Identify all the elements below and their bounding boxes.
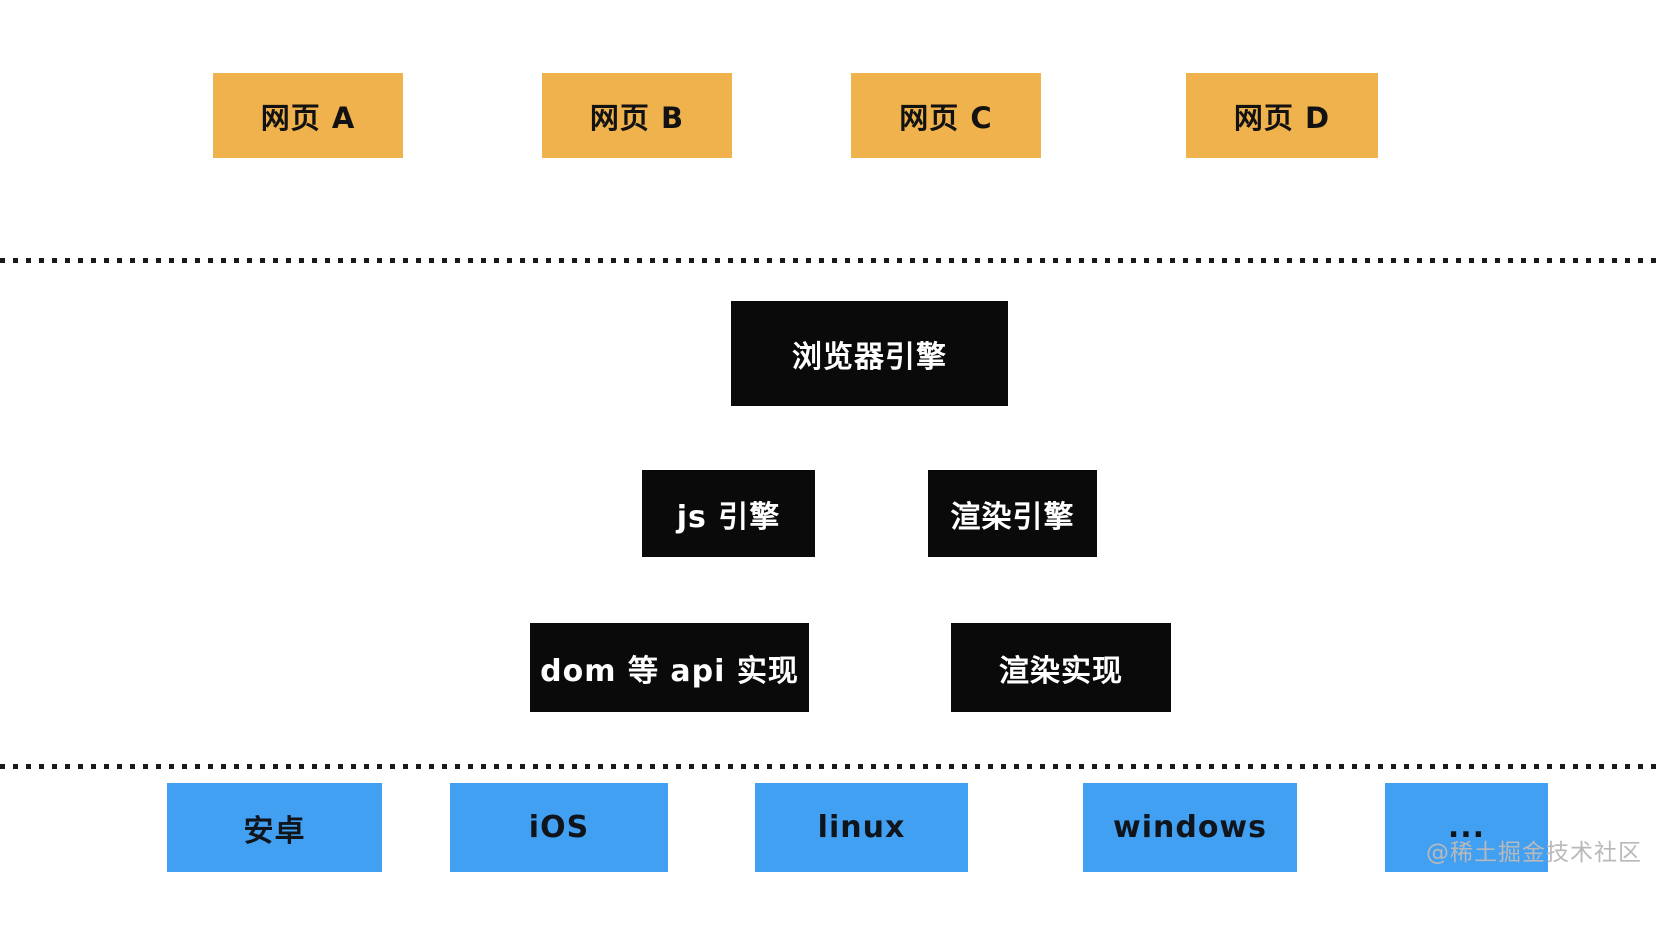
dom-api-implementation-box: dom 等 api 实现	[530, 623, 809, 712]
render-engine-box: 渲染引擎	[928, 470, 1097, 557]
juejin-watermark: @稀土掘金技术社区	[1426, 840, 1642, 866]
web-page-b-box: 网页 B	[542, 73, 732, 158]
platform-windows-box: windows	[1083, 783, 1297, 872]
platform-ios-box: iOS	[450, 783, 668, 872]
render-implementation-box: 渲染实现	[951, 623, 1171, 712]
platform-android-box: 安卓	[167, 783, 382, 872]
browser-engine-box: 浏览器引擎	[731, 301, 1008, 406]
web-page-a-box: 网页 A	[213, 73, 403, 158]
lower-dotted-separator	[0, 764, 1656, 769]
js-engine-box: js 引擎	[642, 470, 815, 557]
platform-linux-box: linux	[755, 783, 968, 872]
web-page-d-box: 网页 D	[1186, 73, 1378, 158]
platform-more-box: ...	[1385, 783, 1548, 872]
upper-dotted-separator	[0, 258, 1656, 263]
web-page-c-box: 网页 C	[851, 73, 1041, 158]
